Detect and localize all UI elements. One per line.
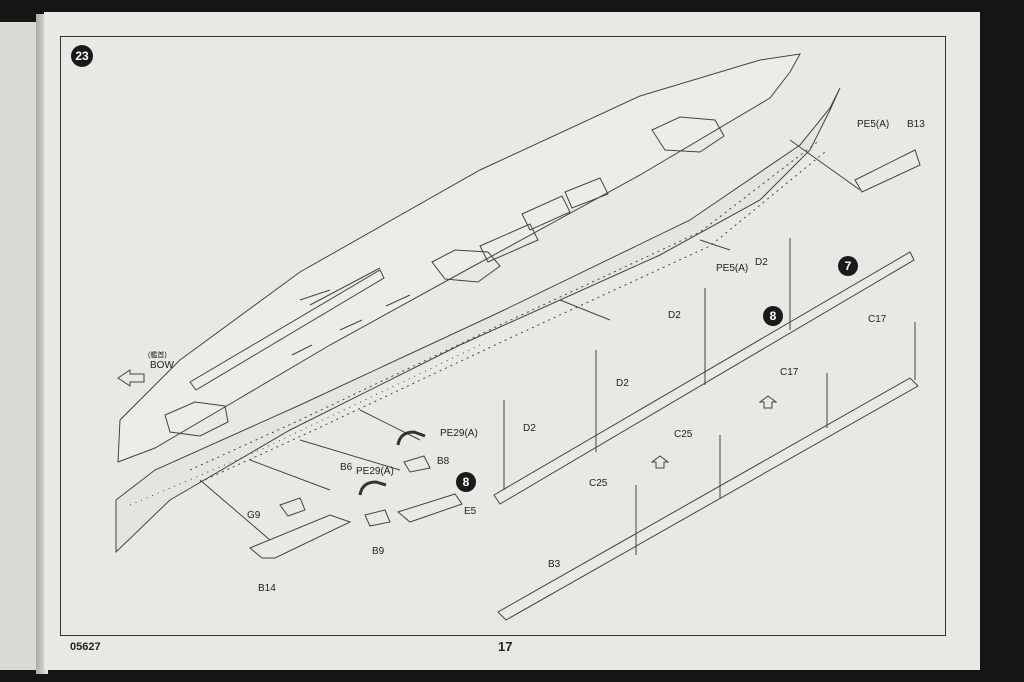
hull-side (115, 87, 841, 554)
left-page-edge (0, 22, 40, 670)
page-number: 17 (498, 639, 513, 654)
elevator-fwd (164, 401, 229, 437)
part-label-d2-left: D2 (668, 310, 681, 321)
part-label-b13: B13 (907, 119, 925, 130)
part-label-c17-mid: C17 (780, 367, 799, 378)
bow-label: BOW (150, 360, 174, 371)
part-label-c25-low: C25 (589, 478, 608, 489)
part-label-pe5a-top: PE5(A) (857, 119, 890, 130)
sub-step-badge-b: 8 (456, 472, 476, 492)
flight-deck (117, 53, 801, 463)
strip-d2 (493, 251, 915, 505)
strip-b3 (497, 377, 919, 621)
part-label-b8: B8 (437, 456, 450, 467)
bow-label-jp: (艦首) (148, 352, 167, 359)
part-label-pe29a-low: PE29(A) (356, 466, 394, 477)
part-label-b14: B14 (258, 583, 276, 594)
elevator-mid (431, 249, 501, 283)
part-label-b9: B9 (372, 546, 385, 557)
product-code: 05627 (70, 641, 101, 653)
step-frame (60, 36, 946, 636)
part-label-b6: B6 (340, 462, 353, 473)
sub-step-badge-c: 7 (838, 256, 858, 276)
part-label-g9: G9 (247, 510, 261, 521)
part-label-c17-right: C17 (868, 314, 887, 325)
elevator-aft (651, 116, 725, 153)
part-label-d2-top: D2 (755, 257, 768, 268)
part-label-d2-mid: D2 (616, 378, 629, 389)
part-label-d2-low: D2 (523, 423, 536, 434)
sub-step-badge-a: 8 (763, 306, 783, 326)
part-label-e5: E5 (464, 506, 477, 517)
part-label-b3: B3 (548, 559, 561, 570)
part-label-c25-top: C25 (674, 429, 693, 440)
step-number-badge: 23 (71, 45, 93, 67)
part-label-pe5a-mid: PE5(A) (716, 263, 749, 274)
part-label-pe29a-top: PE29(A) (440, 428, 478, 439)
